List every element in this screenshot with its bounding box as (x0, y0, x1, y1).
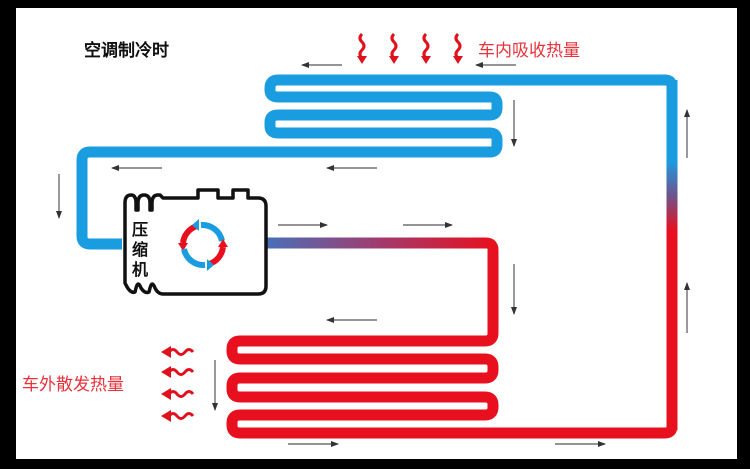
compressor-label-char: 压 (131, 220, 148, 239)
flow-arrows (56, 62, 690, 447)
cycle-arrows-icon (178, 219, 228, 271)
wavy-down-arrow-icon (357, 32, 367, 64)
wavy-left-arrow-icon (161, 388, 195, 400)
heat-release-arrows (161, 346, 195, 422)
release-heat-label: 车外散发热量 (22, 375, 124, 395)
wavy-left-arrow-icon (161, 346, 195, 358)
page-title: 空调制冷时 (84, 41, 169, 61)
wavy-left-arrow-icon (161, 410, 195, 422)
absorb-heat-label: 车内吸收热量 (478, 41, 580, 61)
condenser-coil (226, 325, 678, 439)
wavy-down-arrow-icon (421, 32, 431, 64)
evaporator-coil (76, 74, 667, 250)
wavy-down-arrow-icon (389, 32, 399, 64)
evaporator-corner (660, 74, 678, 100)
wavy-left-arrow-icon (161, 366, 195, 378)
heat-absorb-arrows (357, 32, 463, 64)
compressor-label-char: 缩 (131, 240, 148, 259)
compressor-label-char: 机 (131, 260, 148, 279)
compressor (123, 188, 268, 296)
wavy-down-arrow-icon (453, 32, 463, 64)
compressor-outlet-pipe (266, 237, 499, 330)
